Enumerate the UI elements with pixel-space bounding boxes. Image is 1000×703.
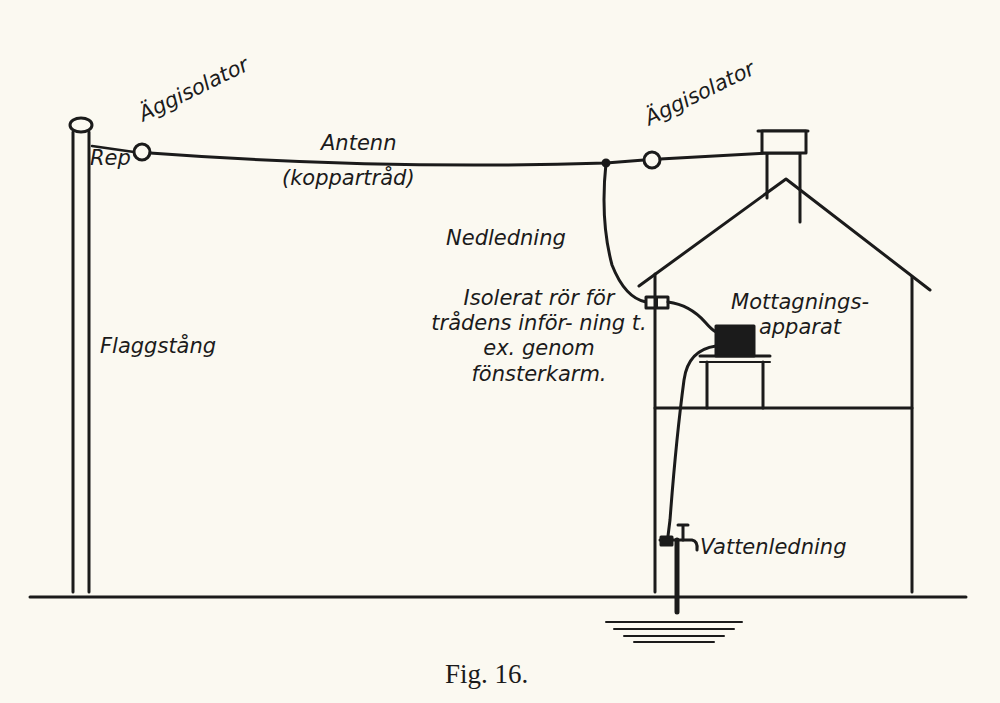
rope-label: Rep	[90, 146, 131, 171]
flagpole-label: Flaggstång	[100, 334, 216, 359]
antenna-label: Antenn	[321, 131, 396, 156]
tube-note: Isolerat rör för trådens inför- ning t. …	[428, 286, 650, 387]
figure-caption: Fig. 16.	[445, 659, 528, 690]
insulator-label: Äggisolator	[135, 52, 253, 127]
wire-material-label: (koppartråd)	[282, 166, 415, 191]
receiver-label: Mottagnings- apparat	[720, 290, 880, 340]
water-pipe-label: Vattenledning	[700, 535, 846, 560]
downlead-label: Nedledning	[446, 226, 566, 251]
insulator-label: Äggisolator	[641, 56, 759, 131]
